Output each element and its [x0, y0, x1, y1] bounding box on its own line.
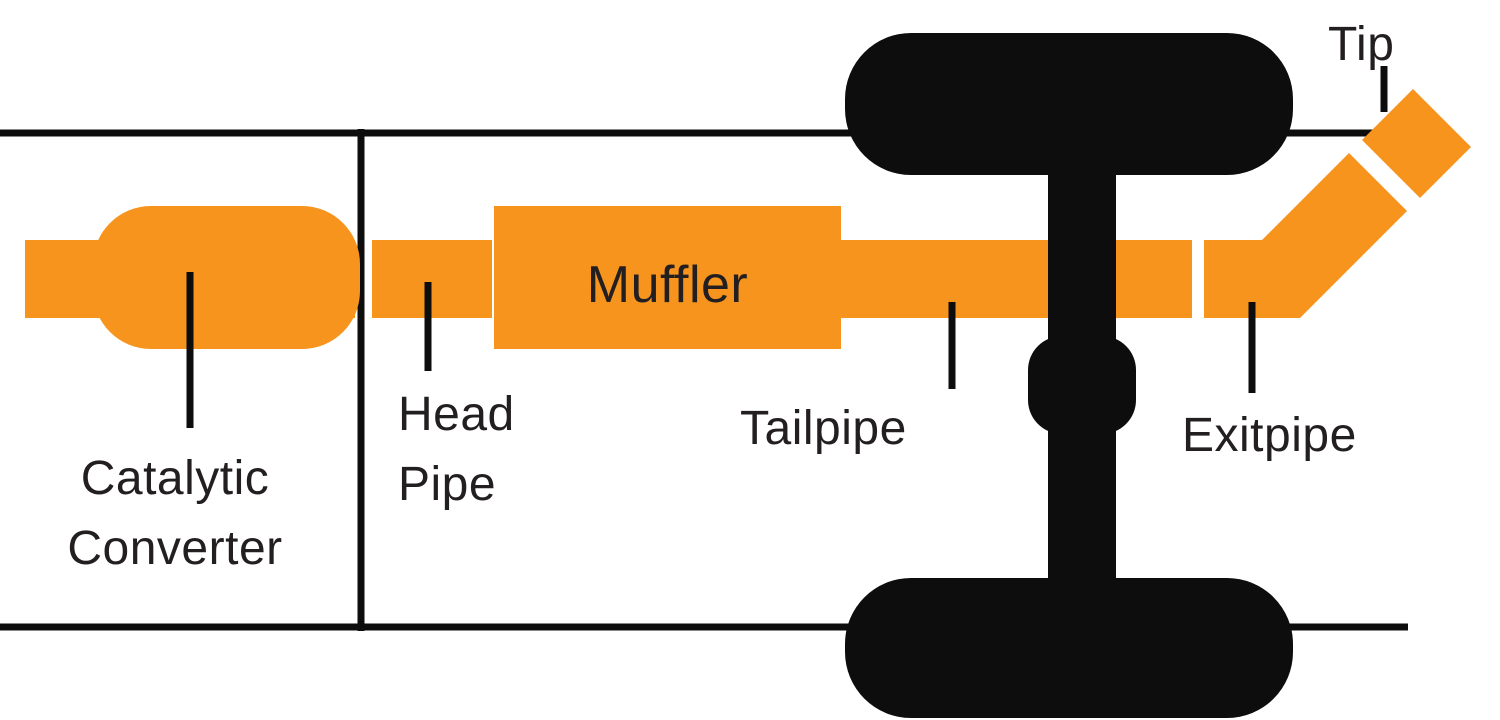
head-pipe-label-line2: Pipe [398, 457, 497, 511]
catalytic-converter-label-line2: Converter [67, 521, 283, 575]
catalytic-converter-label: Catalytic Converter [0, 444, 350, 583]
exitpipe-shape [1204, 153, 1407, 318]
tip-shape [1362, 89, 1471, 198]
tailpipe-label: Tailpipe [740, 402, 907, 455]
head-pipe-label: Head Pipe [398, 380, 515, 519]
tip-label: Tip [1328, 18, 1395, 71]
muffler-label: Muffler [586, 256, 749, 314]
tailpipe-shape [841, 240, 1192, 318]
muffler-shape [494, 206, 841, 349]
head-pipe-shape [372, 240, 492, 318]
catalytic-converter-label-line1: Catalytic [80, 452, 270, 505]
exitpipe-label: Exitpipe [1182, 409, 1357, 462]
catalytic-converter-shape [93, 206, 360, 349]
head-pipe-label-line1: Head [398, 388, 515, 441]
differential-shape [1028, 336, 1136, 434]
